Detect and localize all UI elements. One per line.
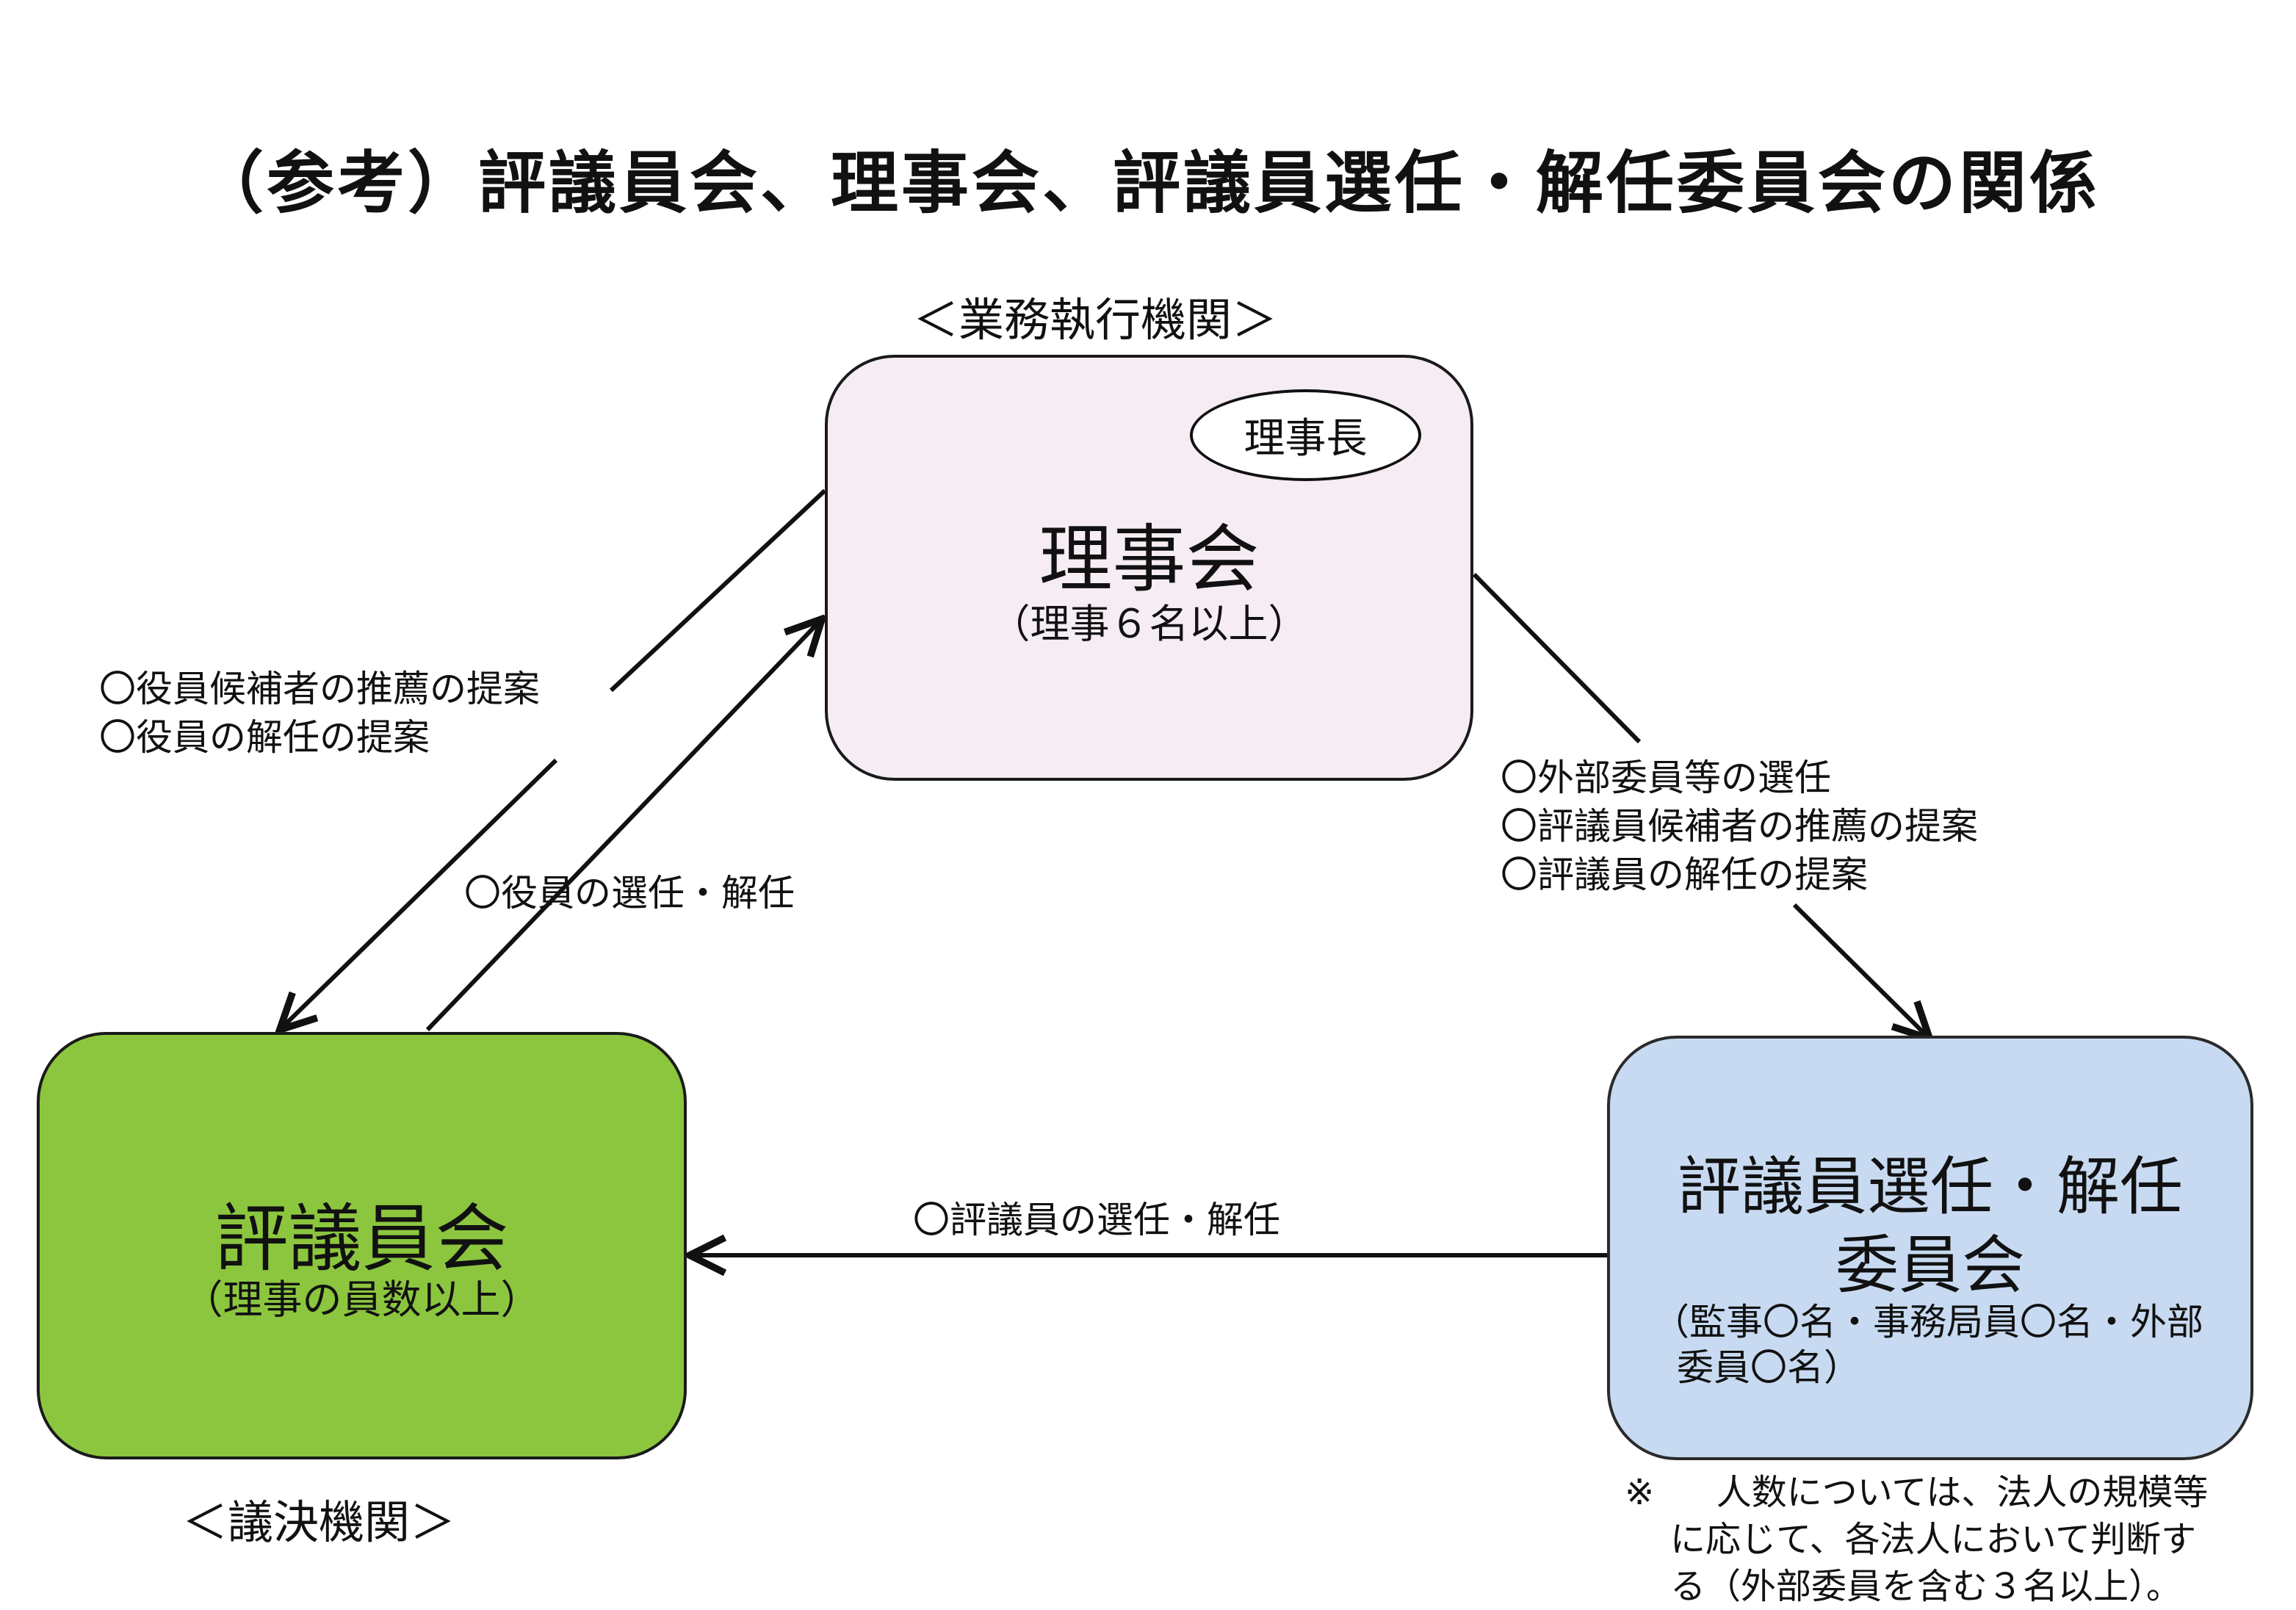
committee-detail-line2: 委員〇名） [1677, 1346, 1860, 1389]
relation-line: 〇評議員の解任の提案 [1501, 853, 1868, 896]
arrow-board-to-council-upper [609, 488, 827, 693]
footnote-line3: る（外部委員を含む３名以上）。 [1670, 1566, 2182, 1607]
committee-detail-line1: （監事〇名・事務局員〇名・外部 [1653, 1301, 2203, 1343]
relation-line: 〇役員の解任の提案 [99, 716, 430, 759]
page-title: （参考）評議員会、理事会、評議員選任・解任委員会の関係 [195, 144, 2100, 223]
footnote-line1: 人数については、法人の規模等 [1716, 1472, 2209, 1513]
relation-line: 〇外部委員等の選任 [1501, 757, 1831, 799]
relation-line: 〇評議員候補者の推薦の提案 [1501, 805, 1978, 848]
committee-to-council-label: 〇評議員の選任・解任 [913, 1199, 1280, 1241]
arrow-board-to-committee-upper [1472, 572, 1642, 744]
executive-organ-label: ＜業務執行機関＞ [913, 293, 1278, 347]
board-name: 理事会 [1039, 516, 1260, 602]
committee-box [1607, 1036, 2253, 1460]
council-to-board-label: 〇役員の選任・解任 [464, 872, 795, 914]
arrow-board-to-committee-lower [1792, 903, 1927, 1036]
board-box [825, 355, 1473, 781]
board-detail: （理事６名以上） [990, 601, 1308, 647]
board-to-committee-label: 〇外部委員等の選任 〇評議員候補者の推薦の提案 〇評議員の解任の提案 [1501, 754, 1978, 899]
chair-ellipse: 理事長 [1190, 389, 1421, 481]
arrow-board-to-council-lower [283, 758, 558, 1027]
council-name: 評議員会 [214, 1196, 509, 1282]
board-to-council-label: 〇役員候補者の推薦の提案 〇役員の解任の提案 [99, 665, 540, 762]
committee-name-line2: 委員会 [1835, 1229, 2025, 1302]
chair-label: 理事長 [1243, 415, 1368, 463]
committee-name-line1: 評議員選任・解任 [1678, 1150, 2183, 1224]
arrow-council-to-board [425, 622, 819, 1032]
footnote-line2: に応じて、各法人において判断す [1670, 1519, 2197, 1560]
footnote: ※ 人数については、法人の規模等 に応じて、各法人において判断す る（外部委員を… [1625, 1469, 2208, 1610]
council-box [37, 1032, 687, 1459]
footnote-mark: ※ [1625, 1472, 1655, 1513]
relation-line: 〇役員候補者の推薦の提案 [99, 668, 540, 710]
council-detail: （理事の員数以上） [183, 1277, 541, 1323]
decision-organ-label: ＜議決機関＞ [182, 1495, 456, 1549]
